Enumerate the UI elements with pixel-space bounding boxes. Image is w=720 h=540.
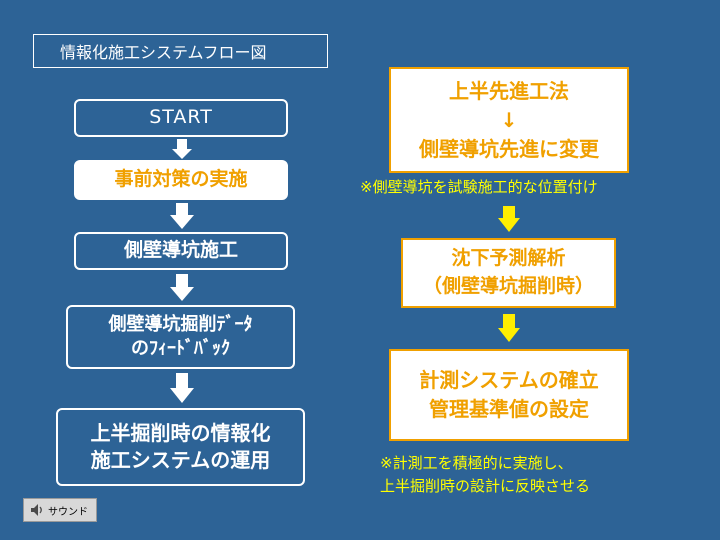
flow-operation-line2: 施工システムの運用	[90, 448, 271, 472]
measurement-line1: 計測システムの確立	[419, 368, 599, 392]
flow-start: START	[74, 99, 288, 137]
method-change-line1: 上半先進工法	[449, 78, 569, 103]
flow-feedback-line1: 側壁導坑掘削ﾃﾞｰﾀ	[108, 313, 253, 335]
flow-feedback-line2: のﾌｨｰﾄﾞﾊﾞｯｸ	[131, 338, 230, 359]
flow-operation: 上半掘削時の情報化 施工システムの運用	[56, 408, 305, 486]
flow-feedback: 側壁導坑掘削ﾃﾞｰﾀ のﾌｨｰﾄﾞﾊﾞｯｸ	[66, 305, 295, 369]
flow-method-change: 上半先進工法 ↓ 側壁導坑先進に変更	[389, 67, 629, 173]
flow-side-drift: 側壁導坑施工	[74, 232, 288, 270]
note-measurement-line1: ※計測工を積極的に実施し、	[380, 454, 573, 472]
flow-operation-line1: 上半掘削時の情報化	[90, 421, 271, 445]
arrow-down-1	[172, 139, 192, 159]
settlement-line2: （側壁導坑掘削時）	[422, 275, 594, 297]
settlement-line1: 沈下予測解析	[451, 247, 566, 270]
arrow-down-yellow-1	[498, 206, 520, 232]
note-measurement-line2: 上半掘削時の設計に反映させる	[380, 476, 591, 495]
method-change-line2: 側壁導坑先進に変更	[419, 136, 599, 161]
sound-button-label: サウンド	[48, 506, 88, 518]
arrow-down-4	[170, 373, 194, 403]
sound-button[interactable]: サウンド	[23, 498, 97, 522]
note-trial: ※側壁導坑を試験施工的な位置付け	[360, 178, 598, 196]
flow-settlement-analysis: 沈下予測解析 （側壁導坑掘削時）	[401, 238, 616, 308]
arrow-down-3	[170, 274, 194, 301]
speaker-icon	[31, 504, 42, 516]
flow-pre-measures: 事前対策の実施	[74, 160, 288, 200]
note-measurement: ※計測工を積極的に実施し、 上半掘削時の設計に反映させる	[380, 452, 590, 497]
method-change-arrow: ↓	[500, 107, 518, 132]
measurement-line2: 管理基準値の設定	[429, 397, 589, 421]
arrow-down-yellow-2	[498, 314, 520, 342]
flow-measurement-system: 計測システムの確立 管理基準値の設定	[389, 349, 629, 441]
page-title: 情報化施工システムフロー図	[33, 34, 328, 68]
arrow-down-2	[170, 203, 194, 229]
